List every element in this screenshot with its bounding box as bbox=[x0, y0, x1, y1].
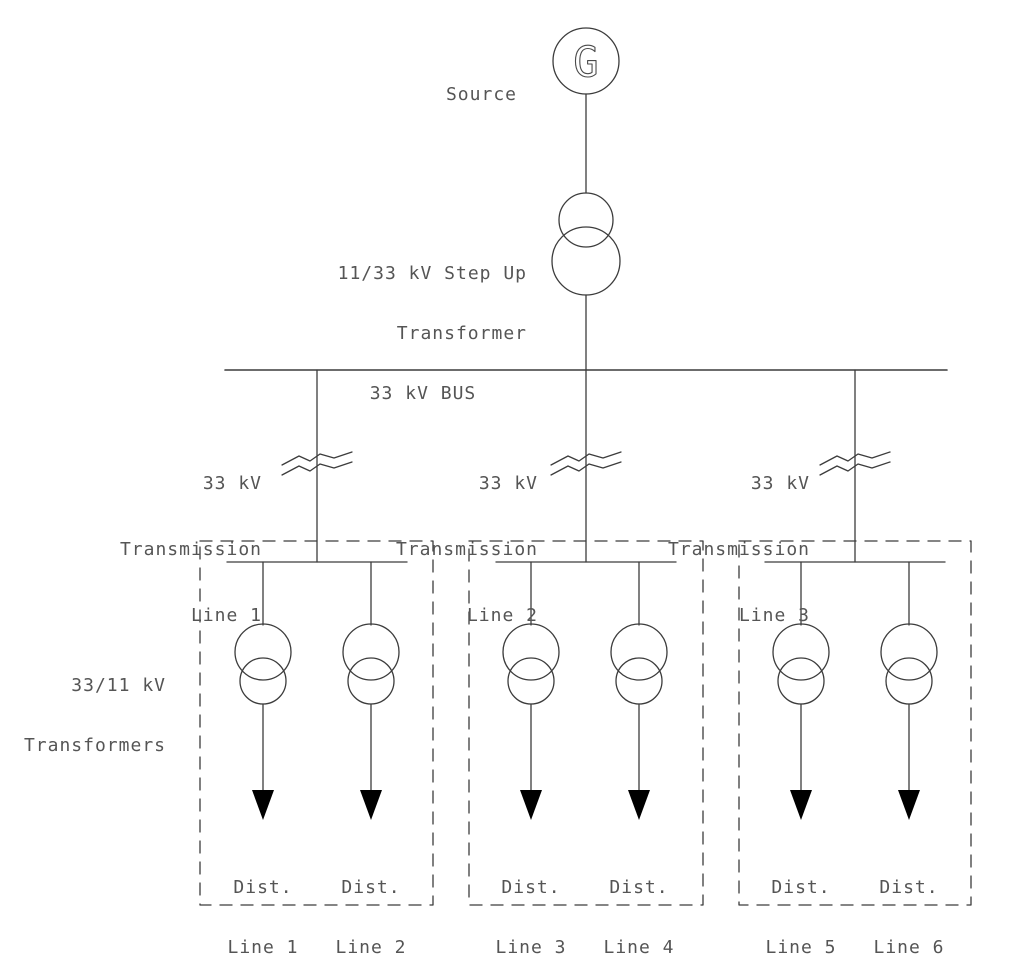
generator-icon: G bbox=[552, 27, 620, 95]
step-up-label-line2: Transformer bbox=[396, 323, 527, 344]
source-label: Source bbox=[446, 45, 517, 145]
substation-3-label: Substation 3 bbox=[735, 934, 975, 973]
distribution-transformer-4 bbox=[610, 561, 668, 820]
distribution-transformer-2 bbox=[342, 561, 400, 820]
substation-2-label: Substation 2 bbox=[466, 934, 706, 973]
substation-1-box bbox=[199, 540, 434, 906]
distribution-transformer-3 bbox=[502, 561, 560, 820]
step-up-transformer-icon bbox=[551, 192, 621, 296]
feeder-arrow-icon bbox=[520, 790, 542, 820]
feeder-arrow-icon bbox=[628, 790, 650, 820]
line-break-icon-1 bbox=[281, 451, 353, 476]
transmission-line-2-label: 33 kV Transmission Line 2 bbox=[395, 473, 538, 626]
transmission-line-3-label: 33 kV Transmission Line 3 bbox=[667, 473, 810, 626]
substation-1-label: Substation 1 bbox=[196, 934, 436, 973]
distribution-transformers-label: 33/11 kV Transformers bbox=[23, 675, 166, 756]
generator-g-icon: G bbox=[573, 38, 598, 87]
distribution-transformer-5 bbox=[772, 561, 830, 820]
transformer-primary-circle bbox=[558, 192, 614, 248]
source-label-text: Source bbox=[445, 84, 517, 105]
feeder-arrow-icon bbox=[360, 790, 382, 820]
feeder-arrow-icon bbox=[252, 790, 274, 820]
line-break-icon-2 bbox=[550, 451, 622, 476]
line-break-icon-3 bbox=[819, 451, 891, 476]
step-up-label-line1: 11/33 kV Step Up bbox=[337, 263, 527, 284]
distribution-transformer-6 bbox=[880, 561, 938, 820]
feeder-arrow-icon bbox=[790, 790, 812, 820]
substation-2-box bbox=[468, 540, 704, 906]
transmission-line-1-label: 33 kV Transmission Line 1 bbox=[119, 473, 262, 626]
transformer-secondary-circle bbox=[551, 226, 621, 296]
feeder-arrow-icon bbox=[898, 790, 920, 820]
distribution-transformer-1 bbox=[234, 561, 292, 820]
substation-3-box bbox=[738, 540, 972, 906]
bus-label-text: 33 kV BUS bbox=[369, 383, 477, 404]
